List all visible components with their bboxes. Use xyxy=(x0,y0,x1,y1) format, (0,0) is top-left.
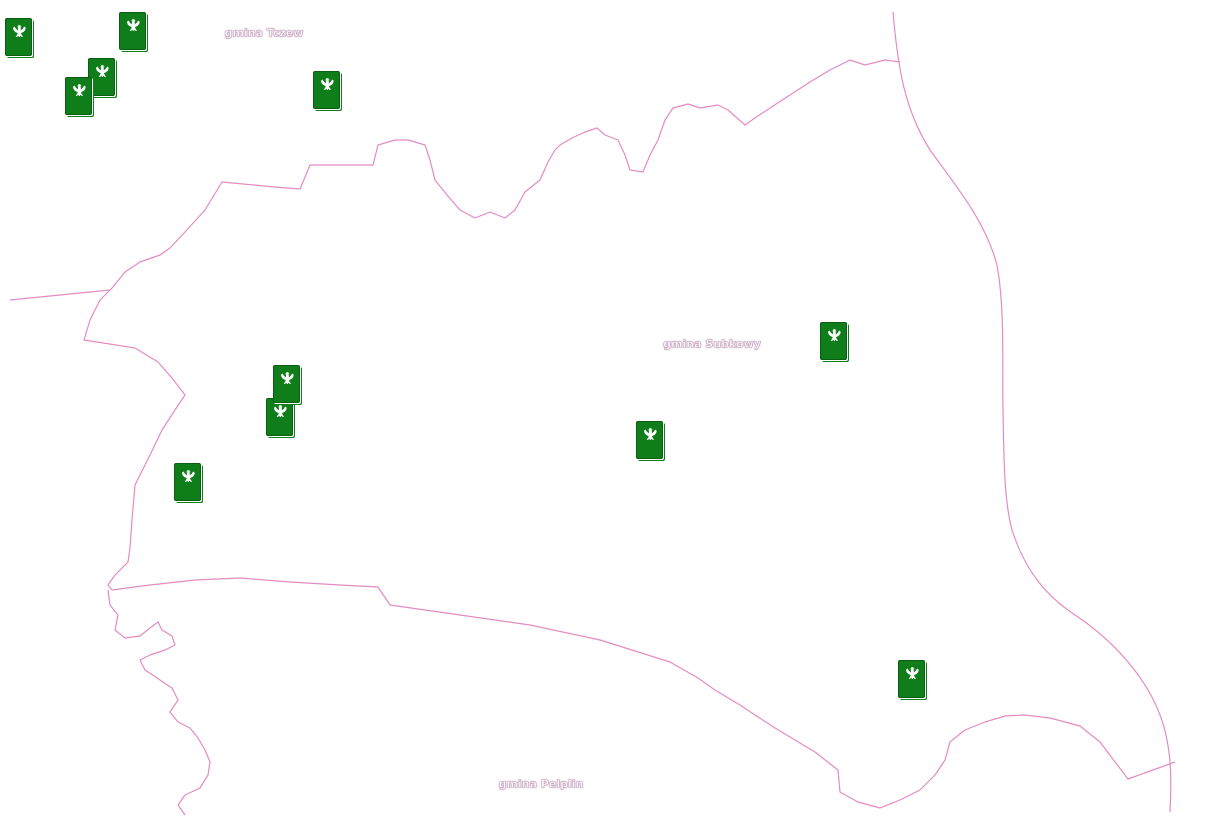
label-gmina-subkowy: gmina Subkowy xyxy=(663,337,761,351)
boundary-gmina-subkowy xyxy=(83,11,1176,813)
polish-eagle-sign-icon xyxy=(72,82,86,96)
label-gmina-tczew: gmina Tczew xyxy=(224,26,304,40)
map-marker[interactable] xyxy=(820,322,847,360)
boundary-gmina-pelplin-west xyxy=(107,589,211,816)
map-marker[interactable] xyxy=(273,365,300,403)
marker-sign xyxy=(313,71,340,109)
map-marker[interactable] xyxy=(266,398,293,436)
label-gmina-pelplin: gmina Pelplin xyxy=(498,777,584,791)
boundary-west-north xyxy=(9,289,111,301)
polish-eagle-sign-icon xyxy=(280,370,294,384)
map-marker[interactable] xyxy=(313,71,340,109)
polish-eagle-sign-icon xyxy=(905,665,919,679)
polish-eagle-sign-icon xyxy=(126,17,140,31)
polish-eagle-sign-icon xyxy=(181,468,195,482)
map-marker[interactable] xyxy=(174,463,201,501)
polish-eagle-sign-icon xyxy=(643,426,657,440)
marker-sign xyxy=(898,660,925,698)
polish-eagle-sign-icon xyxy=(12,23,26,37)
marker-sign xyxy=(273,365,300,403)
marker-sign xyxy=(636,421,663,459)
polish-eagle-sign-icon xyxy=(320,76,334,90)
map-marker[interactable] xyxy=(898,660,925,698)
marker-sign xyxy=(88,58,115,96)
marker-sign xyxy=(820,322,847,360)
polish-eagle-sign-icon xyxy=(95,63,109,77)
map-marker[interactable] xyxy=(119,12,146,50)
map-marker[interactable] xyxy=(5,18,32,56)
map-marker[interactable] xyxy=(88,58,115,96)
polish-eagle-sign-icon xyxy=(273,403,287,417)
map-marker[interactable] xyxy=(65,77,92,115)
marker-sign xyxy=(119,12,146,50)
marker-sign xyxy=(5,18,32,56)
map-marker[interactable] xyxy=(636,421,663,459)
polish-eagle-sign-icon xyxy=(827,327,841,341)
marker-sign xyxy=(266,398,293,436)
marker-sign xyxy=(65,77,92,115)
marker-sign xyxy=(174,463,201,501)
